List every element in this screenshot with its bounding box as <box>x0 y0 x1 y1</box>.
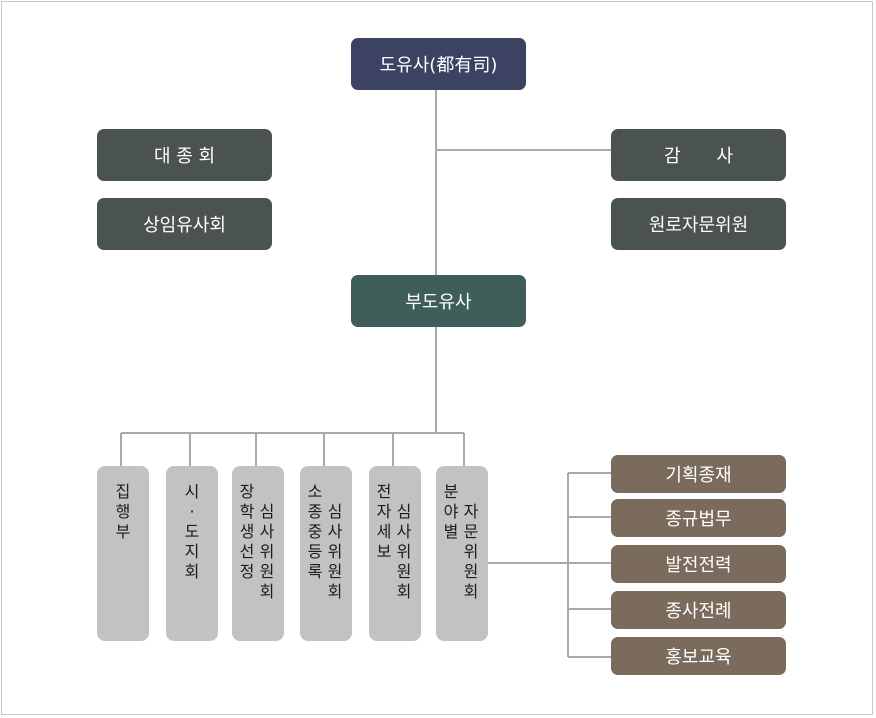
audit-box: 감 사 <box>611 129 786 181</box>
advisory-development-label: 발전전력 <box>665 555 732 576</box>
unit-field-advisory-label-b: 자 문 위 원 회 <box>463 502 479 601</box>
unit-e-genealogy-box: 전 자 세 보 심 사 위 원 회 <box>369 466 421 641</box>
standing-committee-label: 상임유사회 <box>143 215 226 236</box>
advisory-ceremony-box: 종사전례 <box>611 591 786 629</box>
advisory-education-label: 홍보교육 <box>665 647 732 668</box>
elder-advisor-box: 원로자문위원 <box>611 198 786 250</box>
unit-e-genealogy-label-b: 심 사 위 원 회 <box>396 502 412 601</box>
advisory-ceremony-label: 종사전례 <box>665 601 732 622</box>
elder-advisor-label: 원로자문위원 <box>648 215 749 236</box>
general-assembly-label: 대 종 회 <box>153 146 216 167</box>
unit-e-genealogy-label-a: 전 자 세 보 <box>376 482 392 561</box>
advisory-education-box: 홍보교육 <box>611 637 786 675</box>
top-chief-box: 도유사(都有司) <box>351 38 526 90</box>
unit-clan-registration-box: 소 종 중 등 록 심 사 위 원 회 <box>300 466 352 641</box>
advisory-bylaws-label: 종규법무 <box>665 509 732 530</box>
deputy-chief-label: 부도유사 <box>405 292 472 313</box>
unit-regional-box: 시 · 도 지 회 <box>166 466 218 641</box>
unit-field-advisory-box: 분 야 별 자 문 위 원 회 <box>436 466 488 641</box>
unit-clan-registration-label-a: 소 종 중 등 록 <box>307 482 323 581</box>
advisory-development-box: 발전전력 <box>611 545 786 583</box>
unit-scholarship-label-b: 심 사 위 원 회 <box>259 502 275 601</box>
advisory-planning-label: 기획종재 <box>665 465 732 486</box>
unit-field-advisory-label-a: 분 야 별 <box>443 482 459 541</box>
unit-executive-label: 집 행 부 <box>115 482 131 541</box>
deputy-chief-box: 부도유사 <box>351 275 526 327</box>
general-assembly-box: 대 종 회 <box>97 129 272 181</box>
advisory-bylaws-box: 종규법무 <box>611 499 786 537</box>
unit-scholarship-box: 장 학 생 선 정 심 사 위 원 회 <box>232 466 284 641</box>
unit-regional-label: 시 · 도 지 회 <box>184 482 200 581</box>
audit-label: 감 사 <box>663 146 734 167</box>
unit-scholarship-label-a: 장 학 생 선 정 <box>239 482 255 581</box>
advisory-planning-box: 기획종재 <box>611 455 786 493</box>
unit-executive-box: 집 행 부 <box>97 466 149 641</box>
standing-committee-box: 상임유사회 <box>97 198 272 250</box>
top-chief-label: 도유사(都有司) <box>379 55 498 76</box>
unit-clan-registration-label-b: 심 사 위 원 회 <box>327 502 343 601</box>
